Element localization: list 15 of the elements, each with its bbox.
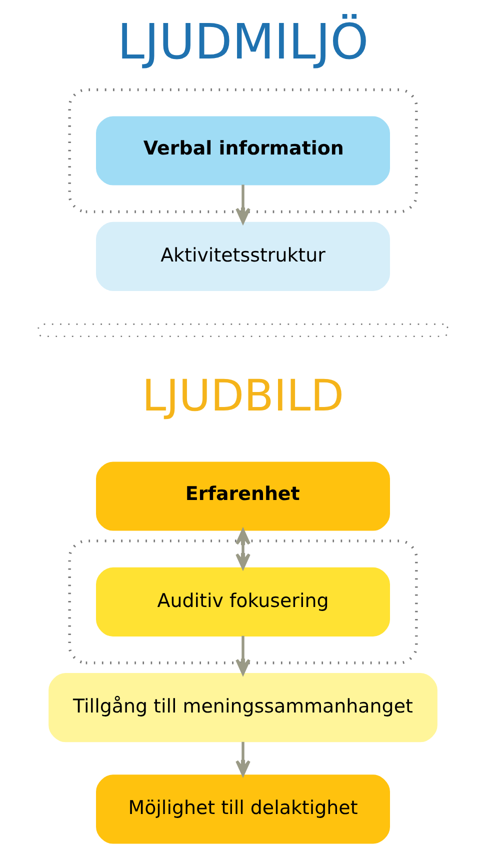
arrow <box>235 636 250 675</box>
node-box: Möjlighet till delaktighet <box>96 774 390 844</box>
cluster <box>68 540 418 664</box>
node-box: Erfarenhet <box>96 462 390 531</box>
arrow <box>235 184 250 224</box>
node-box: Verbal information <box>96 116 390 186</box>
arrow <box>235 742 250 776</box>
node-box: Tillgång till meningssammanhanget <box>48 673 437 742</box>
diagram-title: LJUDMILJÖ <box>116 13 368 70</box>
arrow <box>235 528 250 570</box>
cluster <box>68 88 418 214</box>
node-box: Aktivitetsstruktur <box>96 222 390 291</box>
label: LJUDBILD <box>141 371 344 422</box>
node-box: Auditiv fokusering <box>96 567 390 636</box>
node-brace <box>37 324 448 338</box>
